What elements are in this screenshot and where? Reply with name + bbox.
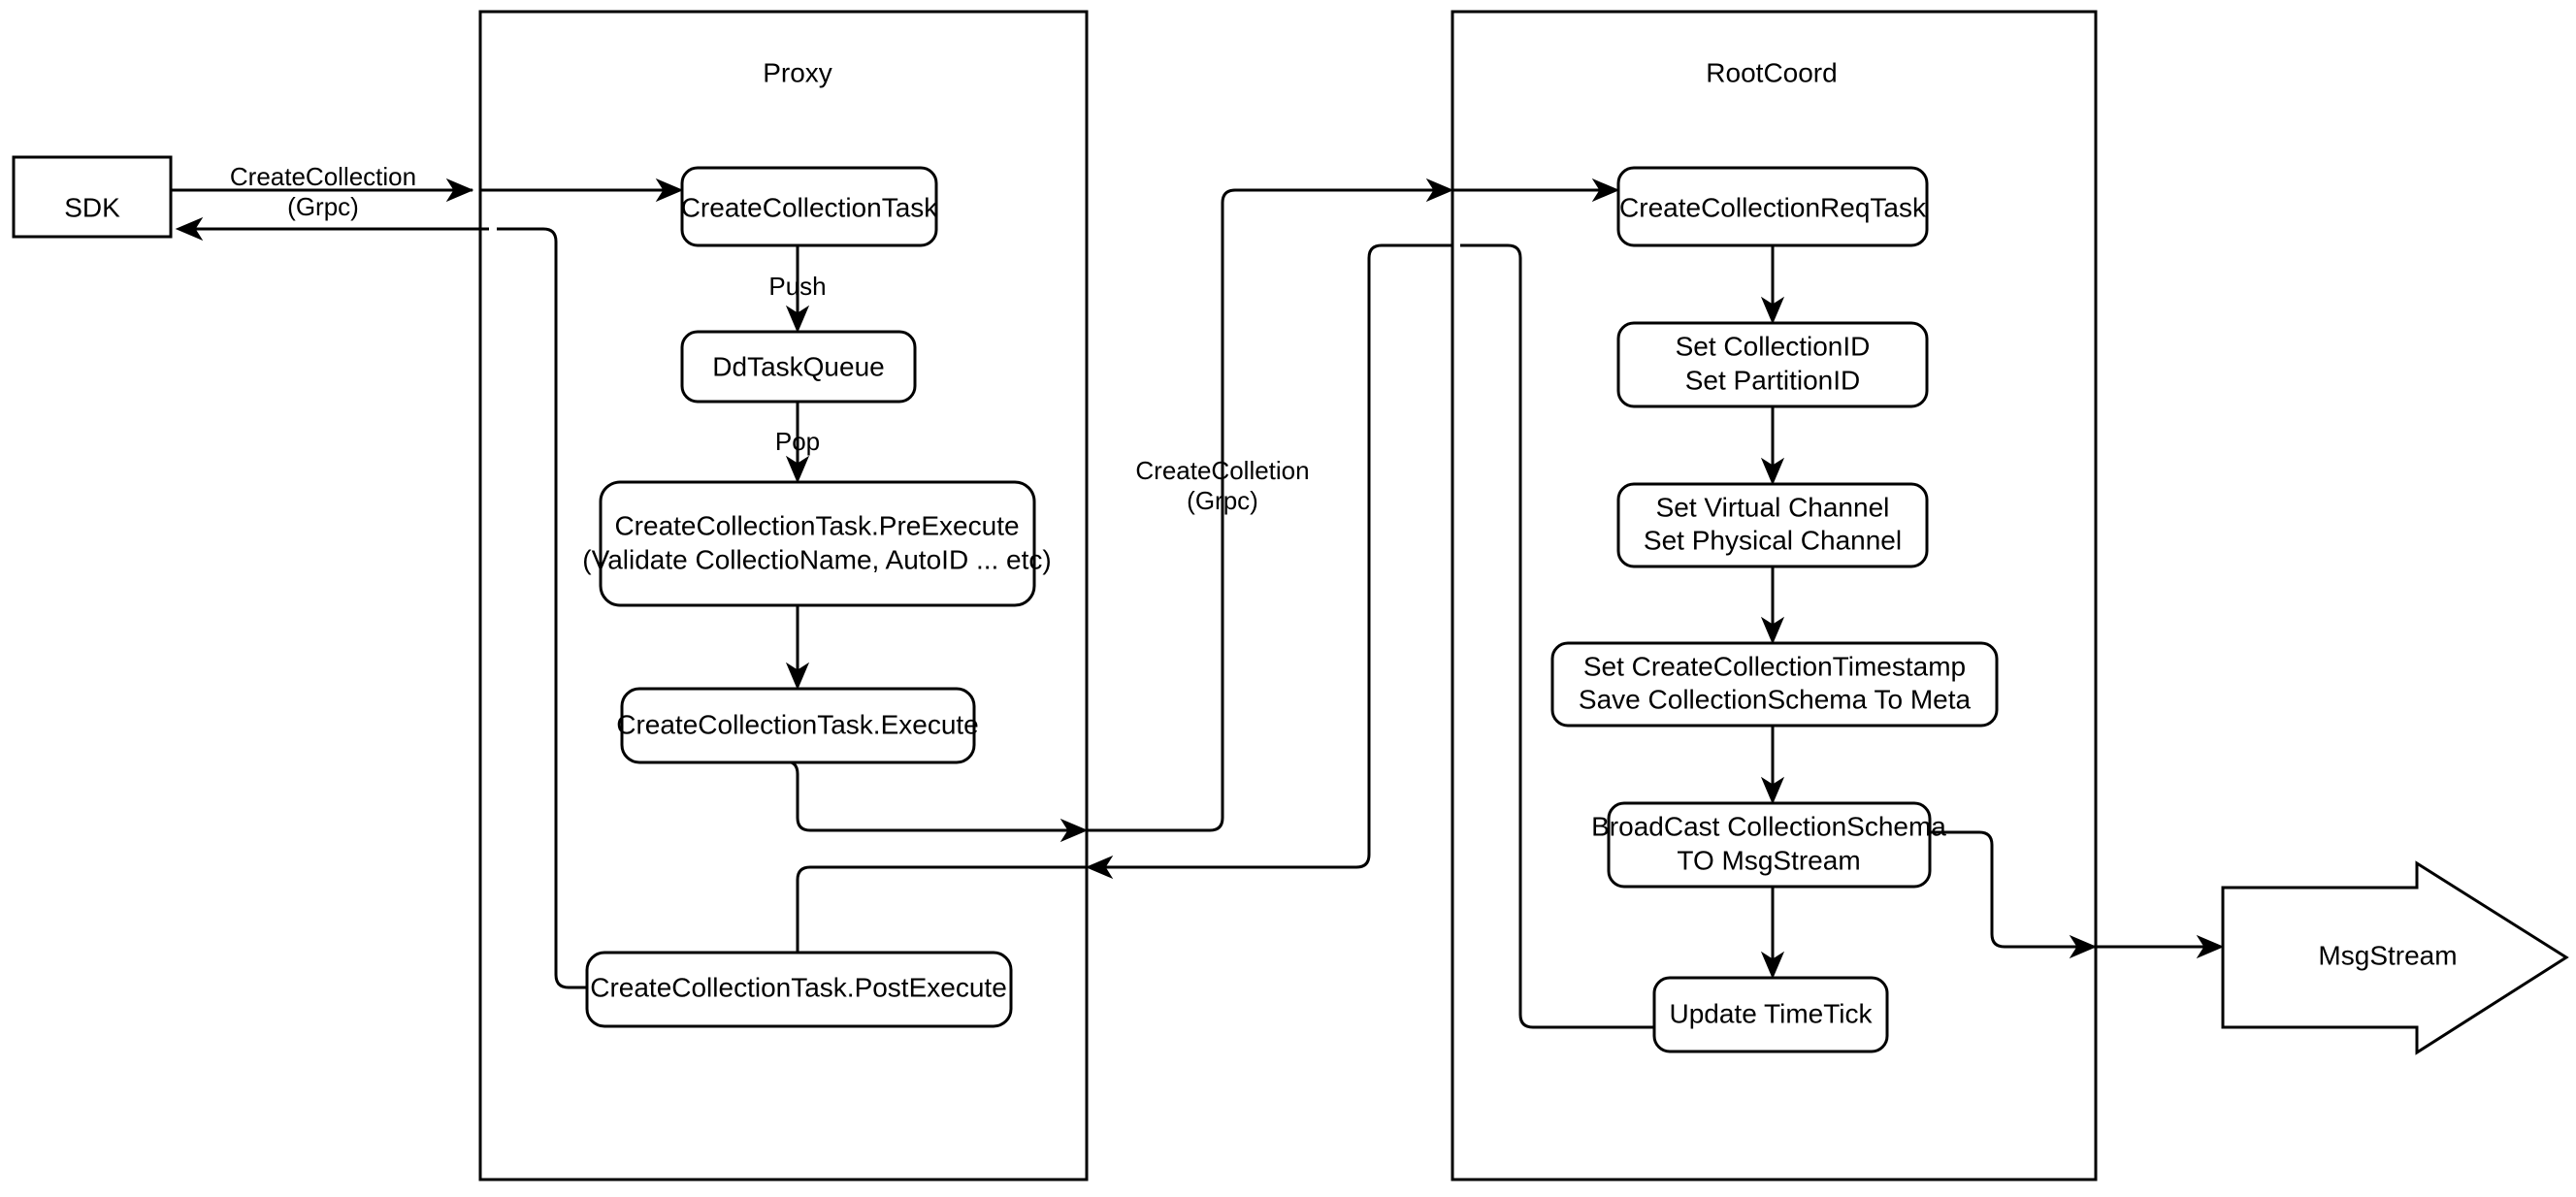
create-collection-task-label: CreateCollectionTask	[681, 192, 939, 222]
edge-label-push: Push	[768, 272, 826, 301]
create-collection-task-box[interactable]	[680, 166, 938, 247]
edge-preexecute-to-execute	[785, 605, 810, 691]
node-broadcast[interactable]: BroadCast CollectionSchema TO MsgStream	[1591, 801, 1946, 889]
node-msgstream[interactable]: MsgStream	[2221, 860, 2569, 1055]
edge-rootcoord-entry-to-reqtask	[1452, 178, 1620, 203]
arrowhead-rootcoord-entry-to-reqtask	[1591, 178, 1620, 203]
edge-reqtask-to-setids	[1760, 245, 1785, 325]
pre-execute-box[interactable]	[599, 480, 1036, 607]
set-timestamp-label-line2: Save CollectionSchema To Meta	[1579, 684, 1972, 714]
sdk-label: SDK	[64, 192, 120, 222]
set-timestamp-label-line1: Set CreateCollectionTimestamp	[1583, 651, 1966, 681]
node-set-timestamp[interactable]: Set CreateCollectionTimestamp Save Colle…	[1550, 641, 1999, 728]
edge-sdk-to-proxy: CreateCollection (Grpc)	[171, 162, 474, 221]
node-execute[interactable]: CreateCollectionTask.Execute	[616, 687, 979, 764]
set-ids-label-line1: Set CollectionID	[1676, 331, 1871, 361]
edge-label-create-colletion-grpc-line1: CreateColletion	[1135, 456, 1309, 485]
edge-queue-to-preexecute: Pop	[775, 402, 820, 484]
arrowhead-msgstream-boundary	[2069, 934, 2098, 959]
node-update-timetick[interactable]: Update TimeTick	[1652, 976, 1889, 1053]
broadcast-label-line1: BroadCast CollectionSchema	[1591, 811, 1946, 841]
set-channels-label-line2: Set Physical Channel	[1644, 525, 1902, 555]
execute-box[interactable]	[620, 687, 976, 764]
edge-label-create-collection-grpc-line2: (Grpc)	[287, 192, 359, 221]
execute-label: CreateCollectionTask.Execute	[616, 709, 979, 739]
edge-grpc-response-to-proxy	[1085, 243, 1452, 880]
node-create-collection-task[interactable]: CreateCollectionTask	[680, 166, 939, 247]
edge-timetick-to-response	[1460, 243, 1654, 1029]
edge-proxy-entry-to-task	[480, 178, 684, 203]
node-post-execute[interactable]: CreateCollectionTask.PostExecute	[585, 951, 1013, 1028]
edge-label-pop: Pop	[775, 427, 820, 456]
arrowhead-broadcast-to-msgstream	[2196, 934, 2225, 959]
arrowhead-grpc-request-to-rootcoord	[1425, 178, 1454, 203]
create-collection-req-task-box[interactable]	[1616, 166, 1929, 247]
edge-task-to-queue: Push	[768, 245, 827, 334]
edge-proxy-to-sdk-return	[175, 216, 489, 242]
arrowhead-setids-to-channels	[1760, 457, 1785, 486]
arrowhead-channels-to-timestamp	[1760, 616, 1785, 645]
arrowhead-proxy-entry-to-task	[655, 178, 684, 203]
update-timetick-box[interactable]	[1652, 976, 1889, 1053]
arrowhead-queue-to-preexecute	[785, 455, 810, 484]
edge-grpc-request-to-rootcoord: CreateColletion (Grpc)	[1087, 178, 1454, 832]
set-channels-label-line1: Set Virtual Channel	[1656, 492, 1890, 522]
edge-broadcast-to-timetick	[1760, 887, 1785, 980]
edge-timestamp-to-broadcast	[1760, 726, 1785, 805]
node-pre-execute[interactable]: CreateCollectionTask.PreExecute (Validat…	[582, 480, 1052, 607]
edge-setids-to-channels	[1760, 406, 1785, 486]
edge-label-create-colletion-grpc-line2: (Grpc)	[1187, 486, 1258, 515]
sdk-box[interactable]	[12, 155, 173, 239]
node-create-collection-req-task[interactable]: CreateCollectionReqTask	[1616, 166, 1929, 247]
arrowhead-broadcast-to-timetick	[1760, 951, 1785, 980]
post-execute-box[interactable]	[585, 951, 1013, 1028]
msgstream-label: MsgStream	[2318, 940, 2457, 970]
set-timestamp-box[interactable]	[1550, 641, 1999, 728]
set-ids-label-line2: Set PartitionID	[1685, 365, 1861, 395]
rootcoord-container-title: RootCoord	[1706, 57, 1837, 87]
dd-task-queue-box[interactable]	[680, 330, 917, 404]
arrowhead-reqtask-to-setids	[1760, 296, 1785, 325]
arrowhead-grpc-response-to-proxy	[1085, 855, 1114, 880]
proxy-container-title: Proxy	[763, 57, 832, 87]
edge-postexecute-to-return	[497, 227, 587, 989]
update-timetick-label: Update TimeTick	[1669, 998, 1873, 1028]
edge-channels-to-timestamp	[1760, 566, 1785, 645]
node-sdk[interactable]: SDK	[12, 155, 173, 239]
post-execute-label: CreateCollectionTask.PostExecute	[590, 972, 1007, 1002]
create-collection-req-task-label: CreateCollectionReqTask	[1619, 192, 1927, 222]
set-ids-box[interactable]	[1616, 321, 1929, 408]
edge-broadcast-to-msgstream	[1930, 830, 2225, 959]
set-channels-box[interactable]	[1616, 482, 1929, 568]
node-set-channels[interactable]: Set Virtual Channel Set Physical Channel	[1616, 482, 1929, 568]
pre-execute-label-line2: (Validate CollectioName, AutoID ... etc)	[582, 544, 1051, 574]
pre-execute-label-line1: CreateCollectionTask.PreExecute	[614, 510, 1019, 540]
node-set-ids[interactable]: Set CollectionID Set PartitionID	[1616, 321, 1929, 408]
broadcast-label-line2: TO MsgStream	[1677, 845, 1860, 875]
arrowhead-execute-to-rootcoord	[1060, 818, 1089, 843]
arrowhead-sdk-to-proxy	[445, 178, 474, 203]
node-dd-task-queue[interactable]: DdTaskQueue	[680, 330, 917, 404]
arrowhead-preexecute-to-execute	[785, 662, 810, 691]
arrowhead-task-to-queue	[785, 305, 810, 334]
arrowhead-timestamp-to-broadcast	[1760, 776, 1785, 805]
arrowhead-proxy-to-sdk-return	[175, 216, 204, 242]
msgstream-block-arrow[interactable]	[2221, 860, 2569, 1055]
broadcast-box[interactable]	[1607, 801, 1932, 889]
edge-label-create-collection-grpc-line1: CreateCollection	[230, 162, 416, 191]
dd-task-queue-label: DdTaskQueue	[712, 351, 884, 381]
